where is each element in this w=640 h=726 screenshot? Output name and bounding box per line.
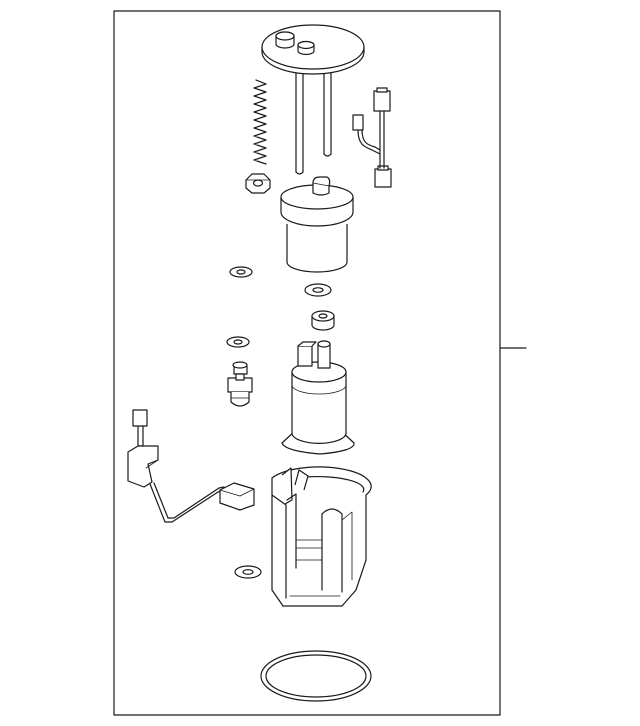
tank-gasket bbox=[260, 650, 372, 702]
nut bbox=[245, 173, 271, 194]
pump-housing bbox=[271, 466, 372, 607]
grommet bbox=[311, 310, 335, 331]
return-spring bbox=[253, 79, 267, 165]
fuel-pump-flange bbox=[261, 24, 365, 175]
fuel-pump bbox=[281, 340, 355, 455]
pressure-regulator bbox=[227, 361, 253, 407]
o-ring-small-1 bbox=[229, 266, 253, 278]
o-ring-small-3 bbox=[226, 336, 250, 348]
wiring-harness bbox=[352, 87, 392, 188]
fuel-level-sender bbox=[127, 409, 255, 523]
diagram-frame bbox=[113, 10, 501, 716]
o-ring-small-4 bbox=[234, 565, 262, 579]
fuel-filter bbox=[280, 176, 354, 273]
o-ring-small-2 bbox=[304, 283, 332, 297]
